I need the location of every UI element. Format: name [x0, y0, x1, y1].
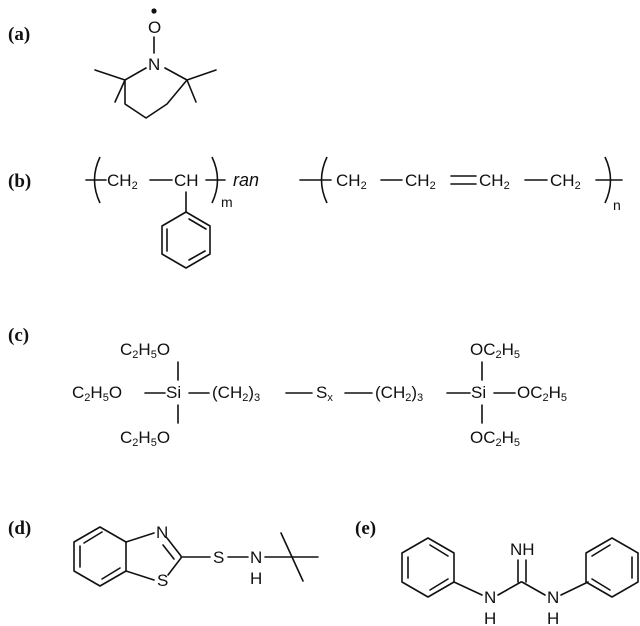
structure-e-dpg: (e) N H NH N H: [355, 518, 639, 626]
ethoxy-group: C2H5O: [120, 340, 170, 361]
propyl-chain: (CH2)3: [375, 383, 423, 404]
phenyl-ring-left: [401, 537, 455, 598]
piperidine-ring: [124, 67, 188, 119]
methyl-bond: [94, 69, 126, 81]
oxygen-atom: O: [148, 18, 161, 37]
amine-hydrogen-right: H: [547, 609, 559, 626]
subscript-n: n: [613, 197, 621, 213]
ch2-group: CH2: [405, 171, 436, 192]
methyl-bond: [114, 79, 126, 103]
structure-d-tbbs: (d) N S S N H: [8, 518, 319, 590]
ethoxy-group: C2H5O: [72, 383, 122, 404]
ethoxy-group: OC2H5: [470, 340, 520, 361]
amine-nitrogen: N: [250, 548, 262, 567]
ch2-group: CH2: [479, 171, 510, 192]
thiazole-sulfur: S: [157, 571, 168, 590]
thiazole-ring: [125, 532, 182, 581]
methyl-bond: [186, 79, 197, 103]
phenyl-ring: [161, 211, 211, 269]
ch2-group: CH2: [550, 171, 581, 192]
label-c: (c): [8, 325, 29, 346]
phenyl-ring-right: [585, 537, 639, 598]
ethoxy-group: C2H5O: [120, 428, 170, 449]
amine-hydrogen-left: H: [484, 609, 496, 626]
sulfenamide-sulfur: S: [213, 548, 224, 567]
bracket-right-1: [211, 156, 219, 204]
tert-butyl-group: [280, 532, 319, 582]
amine-nitrogen-left: N: [484, 588, 496, 607]
amine-nitrogen-right: N: [547, 588, 559, 607]
amine-hydrogen: H: [250, 569, 262, 588]
polysulfide-group: Sx: [316, 383, 333, 404]
ch2-group: CH2: [107, 171, 138, 192]
radical-dot: [151, 8, 157, 14]
ethoxy-group: OC2H5: [470, 428, 520, 449]
benzene-ring: [73, 526, 127, 587]
label-d: (d): [8, 518, 31, 539]
ch2-group: CH2: [336, 171, 367, 192]
n-ph-bond: [560, 581, 589, 596]
label-a: (a): [8, 24, 30, 45]
label-b: (b): [8, 171, 31, 192]
ethoxy-group: OC2H5: [517, 383, 567, 404]
methyl-bond: [186, 69, 217, 81]
c-n-bond: [521, 581, 546, 596]
bracket-left-2: [320, 156, 328, 204]
label-e: (e): [355, 518, 376, 539]
silicon-atom: Si: [166, 383, 181, 402]
ch-group: CH: [174, 171, 199, 190]
imine-group: NH: [510, 540, 535, 559]
subscript-m: m: [221, 194, 233, 210]
ran-label: ran: [233, 170, 259, 190]
bracket-right-2: [604, 156, 612, 204]
silicon-atom: Si: [471, 383, 486, 402]
structure-a-tempo: (a) O N: [8, 8, 217, 119]
nitrogen-atom: N: [148, 55, 160, 74]
thiazole-nitrogen: N: [156, 523, 168, 542]
structure-c-silane: (c) C2H5O C2H5O Si C2H5O (CH2)3 Sx (CH2)…: [8, 325, 567, 449]
n-c-bond: [497, 581, 522, 596]
ph-n-bond: [453, 581, 483, 596]
propyl-chain: (CH2)3: [212, 383, 260, 404]
structure-b-sbr: (b) CH2 CH m ran CH2 CH2 CH2 CH2 n: [8, 156, 623, 269]
